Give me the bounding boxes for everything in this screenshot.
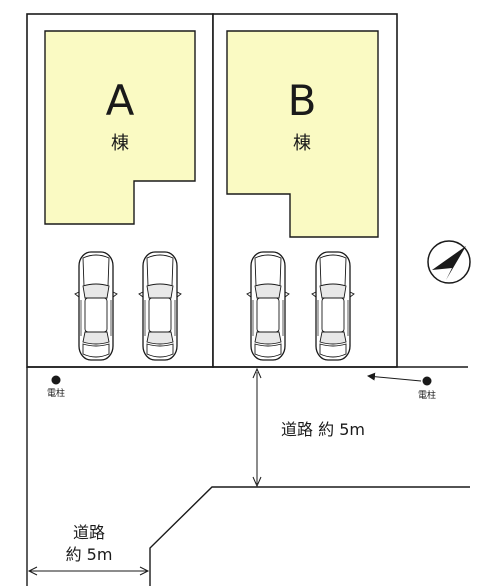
building-a-suffix: 棟 [111, 133, 129, 154]
car-topview-icon [311, 251, 355, 361]
road-front-label: 道路 約 5m [281, 420, 365, 439]
utility-pole-left: 電柱 [47, 375, 65, 399]
north-arrow-icon [427, 240, 471, 284]
road-side-label-line1: 道路 [73, 523, 105, 542]
car-topview-icon [246, 251, 290, 361]
road-edge-bottom [149, 486, 470, 586]
utility-pole-label: 電柱 [47, 387, 65, 399]
building-a-letter: A [106, 76, 135, 125]
utility-pole-label: 電柱 [418, 389, 436, 401]
road-side-dimension: 道路 約 5m [27, 523, 150, 576]
pole-leader-arrow [367, 372, 422, 382]
utility-pole-right: 電柱 [367, 372, 436, 401]
building-b-letter: B [288, 76, 317, 125]
building-a-footprint [44, 30, 196, 225]
road-front-dimension: 道路 約 5m [252, 367, 365, 488]
building-b-suffix: 棟 [293, 133, 311, 154]
building-b-footprint [226, 30, 379, 238]
car-topview-icon [74, 251, 118, 361]
road-side-label-line2: 約 5m [66, 545, 113, 564]
car-topview-icon [138, 251, 182, 361]
